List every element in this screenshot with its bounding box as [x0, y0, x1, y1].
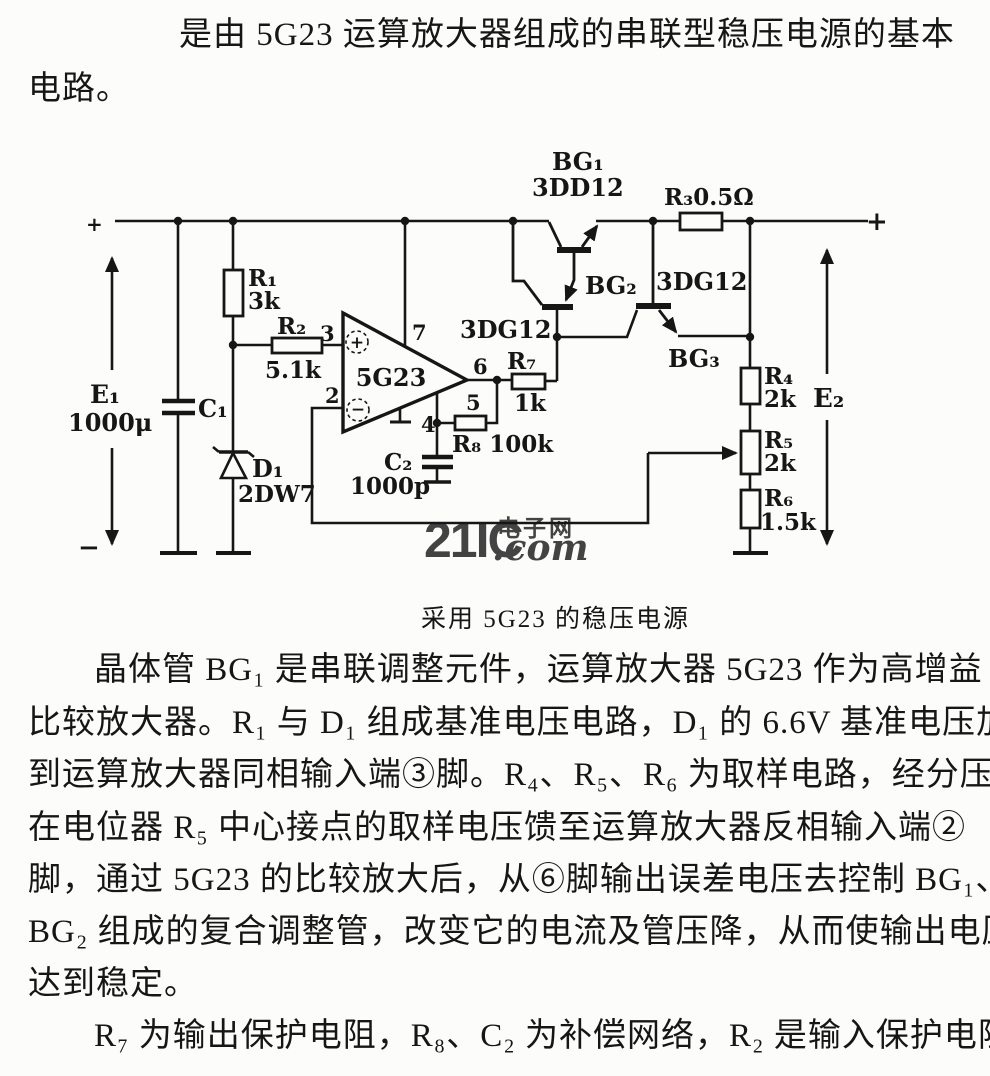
resistor-r2	[270, 336, 324, 355]
opamp-5g23: + −	[341, 310, 471, 435]
junction-dots	[173, 216, 755, 428]
inverting-input-sign: −	[351, 400, 365, 420]
label-r1-value: 3k	[248, 288, 281, 315]
bg3-emitter-arrow	[657, 309, 678, 334]
watermark-logo: 21IC	[424, 512, 523, 568]
bg1-emitter-arrow	[580, 224, 599, 248]
label-r2: R₂	[277, 313, 306, 340]
resistors	[222, 211, 762, 530]
circuit-wiring	[105, 219, 868, 553]
watermark-domain: .com	[492, 527, 589, 569]
label-e2: E₂	[813, 384, 844, 414]
label-r6-value: 1.5k	[760, 509, 817, 536]
bg2-emitter-arrow	[564, 253, 578, 302]
body-line-4: 在电位器 R₅ 中心接点的取样电压馈至运算放大器反相输入端②	[28, 810, 967, 846]
label-bg1-type: 3DD12	[532, 173, 624, 202]
transistor-bg2	[511, 223, 578, 310]
label-r1: R₁	[248, 265, 277, 292]
label-c1: C₁	[198, 394, 228, 423]
capacitor-c1	[162, 398, 195, 416]
transistor-bg3	[636, 222, 678, 334]
terminal-bars	[160, 480, 768, 555]
label-c2-value: 1000p	[350, 473, 430, 500]
resistor-r7	[510, 372, 547, 391]
label-pin7: 7	[412, 320, 427, 345]
label-r2-value: 5.1k	[265, 357, 322, 384]
label-c2: C₂	[384, 449, 412, 476]
body-line-6: BG₂ 组成的复合调整管，改变它的电流及管压降，从而使输出电压	[28, 914, 990, 950]
label-r8: R₈ 100k	[452, 431, 554, 458]
label-bg3-type: 3DG12	[656, 267, 747, 296]
label-d1: D₁	[252, 454, 283, 483]
inverting-input-icon	[346, 398, 370, 422]
body-line-2: 比较放大器。R₁ 与 D₁ 组成基准电压电路，D₁ 的 6.6V 基准电压加	[28, 705, 990, 741]
label-r4-value: 2k	[764, 386, 797, 413]
resistor-r4	[739, 366, 762, 406]
resistor-r6	[739, 488, 762, 530]
label-e1: E₁	[90, 380, 120, 409]
label-pin4: 4	[421, 412, 436, 437]
label-r3: R₃0.5Ω	[664, 184, 754, 211]
watermark: 21IC 电子网 .com	[424, 512, 589, 569]
resistor-r1	[222, 268, 245, 318]
body-line-1: 晶体管 BG₁ 是串联调整元件，运算放大器 5G23 作为高增益	[94, 652, 983, 688]
capacitor-c2	[422, 454, 453, 470]
label-r5-value: 2k	[764, 450, 797, 477]
label-bg1: BG₁	[552, 147, 604, 176]
body-line-5: 脚，通过 5G23 的比较放大后，从⑥脚输出误差电压去控制 BG₁、	[28, 862, 990, 898]
noninverting-input-sign: +	[350, 333, 364, 353]
resistor-r8	[453, 414, 488, 432]
body-line-8: R₇ 为输出保护电阻，R₈、C₂ 为补偿网络，R₂ 是输入保护电阻。	[94, 1018, 990, 1054]
label-opamp-name: 5G23	[356, 363, 427, 392]
input-minus-sign: −	[78, 533, 100, 563]
body-line-7: 达到稳定。	[28, 966, 198, 1002]
label-bg3: BG₃	[668, 344, 720, 373]
label-r6: R₆	[764, 485, 793, 512]
opamp-triangle	[341, 310, 471, 435]
label-d1-type: 2DW7	[238, 481, 316, 508]
resistor-r3	[678, 211, 724, 232]
label-r4: R₄	[764, 363, 793, 390]
output-plus-sign: +	[866, 207, 888, 237]
body-line-3: 到运算放大器同相输入端③脚。R₄、R₅、R₆ 为取样电路，经分压后，	[28, 757, 990, 793]
label-r7-value: 1k	[514, 390, 547, 417]
label-r5: R₅	[764, 427, 793, 454]
label-r7: R₇	[507, 348, 536, 375]
label-pin5: 5	[466, 390, 481, 415]
zener-d1	[212, 446, 255, 480]
label-bg2: BG₂	[585, 271, 637, 300]
input-plus-sign: +	[86, 212, 103, 236]
noninverting-input-icon	[345, 330, 369, 354]
label-bg2-type: 3DG12	[460, 315, 551, 344]
label-pin2: 2	[325, 383, 340, 408]
watermark-site-name: 电子网	[497, 515, 575, 541]
figure-caption: 采用 5G23 的稳压电源	[421, 606, 691, 633]
intro-line-1: 是由 5G23 运算放大器组成的串联型稳压电源的基本	[179, 17, 955, 53]
label-c1-value: 1000μ	[68, 408, 152, 437]
label-pin6: 6	[473, 354, 488, 379]
intro-line-2: 电路。	[28, 71, 130, 107]
potentiometer-r5	[739, 429, 762, 476]
label-pin3: 3	[320, 321, 335, 346]
transistor-bg1	[547, 221, 599, 253]
